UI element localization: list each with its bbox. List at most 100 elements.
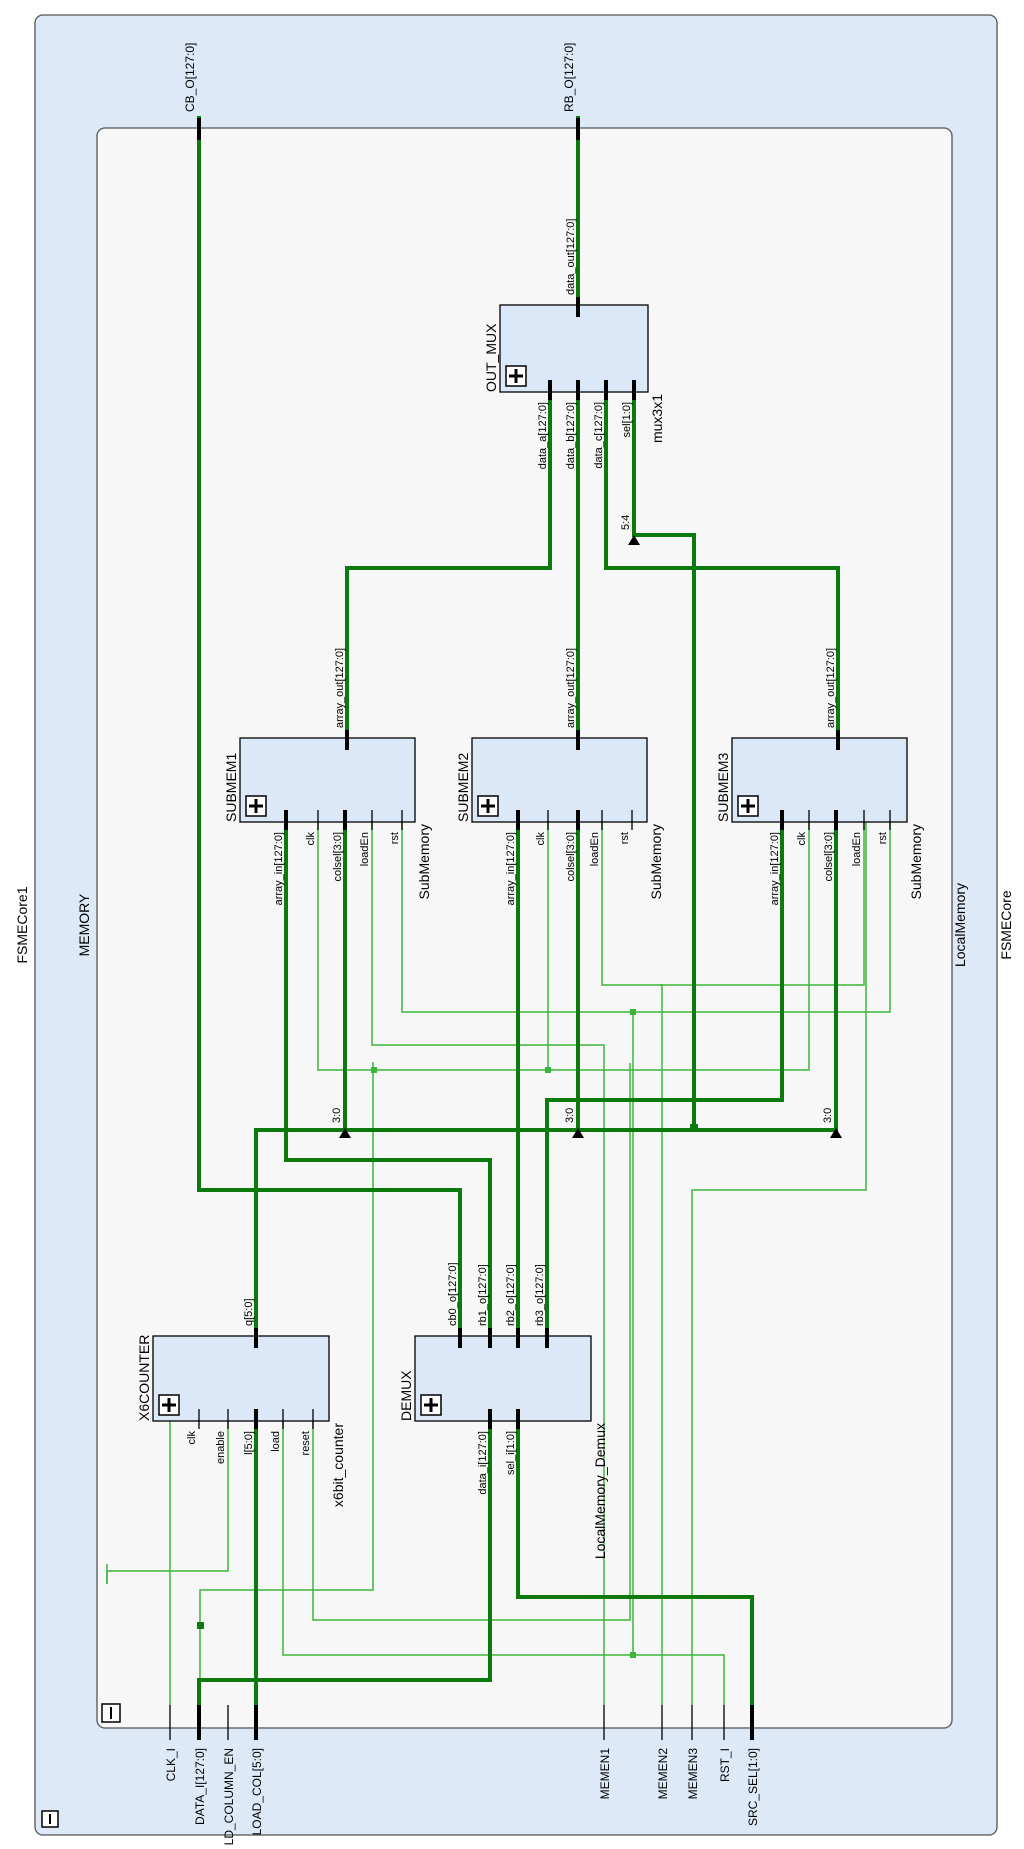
pin-label: q[5:0] — [243, 1298, 255, 1326]
pin-label: load — [270, 1431, 282, 1452]
port-label: CLK_I — [164, 1748, 178, 1781]
block-body[interactable] — [471, 737, 648, 823]
junction-dot — [371, 1067, 377, 1073]
junction-dot — [690, 1124, 698, 1132]
plus-box-icon — [424, 1398, 438, 1412]
inner-collapse-button[interactable] — [101, 1703, 121, 1723]
bus-slice-label: 3:0 — [331, 1108, 343, 1123]
port-label: SRC_SEL[1:0] — [746, 1748, 760, 1826]
port-cb-o[interactable]: CB_O[127:0] — [183, 43, 201, 140]
port-memen2[interactable]: MEMEN2 — [656, 1705, 670, 1799]
pin-label: rb3_o[127:0] — [534, 1264, 546, 1326]
port-ld-column-en[interactable]: LD_COLUMN_EN — [222, 1705, 236, 1845]
pin-label: array_out[127:0] — [565, 648, 577, 728]
bus-tap-arrow — [830, 1128, 842, 1138]
port-data-i[interactable]: DATA_I[127:0] — [193, 1705, 207, 1825]
junction-dot — [630, 1009, 636, 1015]
block-sub2[interactable]: SUBMEM2SubMemoryarray_out[127:0]array_in… — [455, 648, 664, 906]
pin-label: rst — [877, 832, 889, 844]
pin-label: colsel[3:0] — [823, 832, 835, 882]
pin-label: rst — [619, 832, 631, 844]
pin-label: rb1_o[127:0] — [477, 1264, 489, 1326]
bus-tap-arrow — [339, 1128, 351, 1138]
block-type-label: x6bit_counter — [330, 1423, 346, 1507]
block-body[interactable] — [152, 1335, 330, 1422]
plus-box-icon — [481, 799, 495, 813]
bus-slice-label: 3:0 — [564, 1108, 576, 1123]
port-label: MEMEN2 — [656, 1748, 670, 1800]
plus-box-icon — [162, 1398, 176, 1412]
pin-label: loadEn — [851, 832, 863, 866]
pin-label: loadEn — [359, 832, 371, 866]
block-instance-name: SUBMEM1 — [223, 753, 239, 822]
port-clk-i[interactable]: CLK_I — [164, 1705, 178, 1781]
signal-wires — [106, 822, 891, 1705]
block-instance-name: OUT_MUX — [483, 323, 499, 392]
block-expand-button[interactable] — [420, 1394, 442, 1416]
plus-box-icon — [249, 799, 263, 813]
block-demux[interactable]: DEMUXLocalMemory_Demuxcb0_o[127:0]rb1_o[… — [398, 1262, 608, 1559]
pin-label: rst — [389, 832, 401, 844]
port-label: CB_O[127:0] — [183, 43, 197, 112]
pin-label: data_b[127:0] — [565, 402, 577, 469]
pin-label: data_c[127:0] — [593, 402, 605, 469]
block-instance-name: X6COUNTER — [136, 1335, 152, 1421]
pin-label: data_i[127:0] — [477, 1431, 489, 1495]
pin-label: rb2_o[127:0] — [505, 1264, 517, 1326]
block-expand-button[interactable] — [158, 1394, 180, 1416]
pin-label: array_in[127:0] — [273, 832, 285, 905]
block-type-label: SubMemory — [416, 824, 432, 899]
pin-label: l[5:0] — [243, 1431, 255, 1455]
block-type-label: mux3x1 — [649, 394, 665, 443]
port-memen1[interactable]: MEMEN1 — [598, 1705, 612, 1799]
pin-label: clk — [186, 1431, 198, 1445]
block-body[interactable] — [239, 737, 416, 823]
block-sub3[interactable]: SUBMEM3SubMemoryarray_out[127:0]array_in… — [715, 648, 924, 906]
pin-label: clk — [305, 832, 317, 846]
block-expand-button[interactable] — [245, 795, 267, 817]
inner-frame — [96, 127, 953, 1729]
block-instance-name: DEMUX — [398, 1370, 414, 1421]
pin-label: array_out[127:0] — [334, 648, 346, 728]
port-label: MEMEN1 — [598, 1748, 612, 1800]
block-instance-name: SUBMEM2 — [455, 753, 471, 822]
port-rb-o[interactable]: RB_O[127:0] — [562, 43, 580, 140]
blocks: OUT_MUXmux3x1data_out[127:0]data_a[127:0… — [136, 219, 924, 1560]
junction-dot — [197, 1622, 204, 1629]
pin-label: reset — [300, 1431, 312, 1455]
block-expand-button[interactable] — [477, 795, 499, 817]
bus-slice-label: 5:4 — [620, 515, 632, 530]
block-instance-name: SUBMEM3 — [715, 753, 731, 822]
block-body[interactable] — [731, 737, 908, 823]
port-src-sel[interactable]: SRC_SEL[1:0] — [746, 1705, 760, 1826]
port-load-col[interactable]: LOAD_COL[5:0] — [250, 1705, 264, 1835]
inner-frame-type: LocalMemory — [952, 883, 968, 967]
bus-tap-arrow — [572, 1128, 584, 1138]
pin-label: array_in[127:0] — [769, 832, 781, 905]
block-expand-button[interactable] — [737, 795, 759, 817]
bus-slice-labels: 5:4 3:0 3:0 3:0 — [331, 515, 834, 1123]
port-label: DATA_I[127:0] — [193, 1748, 207, 1825]
port-label: LD_COLUMN_EN — [222, 1748, 236, 1845]
pin-label: cb0_o[127:0] — [447, 1262, 459, 1326]
block-expand-button[interactable] — [505, 365, 527, 387]
inner-frame-name: MEMORY — [76, 893, 92, 956]
block-type-label: SubMemory — [908, 824, 924, 899]
block-outmux[interactable]: OUT_MUXmux3x1data_out[127:0]data_a[127:0… — [483, 219, 665, 470]
pin-label: loadEn — [589, 832, 601, 866]
junction-dot — [545, 1067, 551, 1073]
pin-label: clk — [796, 832, 808, 846]
outer-collapse-button[interactable] — [41, 1810, 59, 1828]
port-rst-i[interactable]: RST_I — [718, 1705, 732, 1782]
port-label: RST_I — [718, 1748, 732, 1782]
pin-label: colsel[3:0] — [565, 832, 577, 882]
bus-tap-arrow — [628, 535, 640, 545]
block-body[interactable] — [414, 1335, 592, 1422]
bus-slice-label: 3:0 — [822, 1108, 834, 1123]
pin-label: array_in[127:0] — [505, 832, 517, 905]
bottom-ports: CLK_I DATA_I[127:0] LD_COLUMN_EN LOAD_CO… — [164, 1705, 760, 1845]
port-memen3[interactable]: MEMEN3 — [686, 1705, 700, 1799]
